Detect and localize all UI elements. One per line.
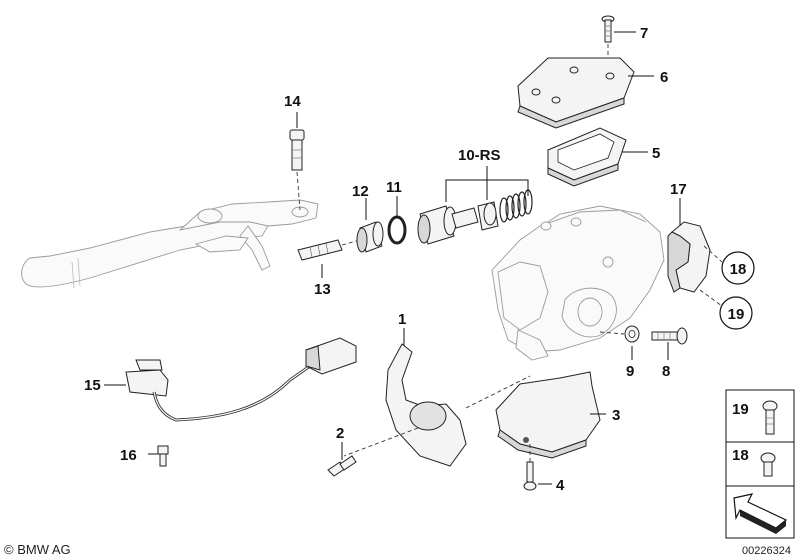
- screw-part-16: [157, 445, 169, 467]
- callout-13: 13: [314, 281, 331, 298]
- reservoir-cover-part-6: [517, 57, 635, 129]
- callout-18-circle: 18: [721, 251, 755, 285]
- clamp-part-17: [667, 221, 711, 293]
- callout-4: 4: [556, 477, 565, 494]
- callout-14: 14: [284, 93, 301, 110]
- screw-part-7: [601, 15, 615, 43]
- callout-8: 8: [662, 363, 670, 380]
- piston-set-part-10-rs: [417, 189, 533, 245]
- legend-screw-19-icon: [762, 400, 778, 435]
- legend-label-18: 18: [732, 447, 749, 464]
- callout-2: 2: [336, 425, 344, 442]
- lower-cover-part-3: [495, 371, 601, 459]
- direction-arrow-icon: [733, 493, 788, 534]
- pushrod-part-13: [297, 239, 343, 261]
- washer-part-9: [624, 325, 640, 343]
- clamp-screw-part-8: [651, 327, 688, 345]
- cover-plate-part-1: [385, 343, 467, 467]
- callout-17: 17: [670, 181, 687, 198]
- pivot-bolt-part-14: [289, 129, 305, 171]
- leader-lines: [104, 31, 681, 485]
- callout-1: 1: [398, 311, 406, 328]
- bushing-part-12: [356, 221, 384, 253]
- callout-12: 12: [352, 183, 369, 200]
- circlip-part-11: [387, 215, 407, 245]
- screw-part-2: [327, 455, 357, 477]
- legend-label-19: 19: [732, 401, 749, 418]
- legend-screw-18-icon: [760, 452, 776, 477]
- callout-9: 9: [626, 363, 634, 380]
- callout-19: 19: [728, 306, 745, 323]
- legend-panel: 19 18: [725, 389, 795, 539]
- clutch-lever-outline: [21, 199, 319, 289]
- copyright-text: © BMW AG: [4, 542, 71, 557]
- switch-cable-part-15: [125, 337, 357, 422]
- callout-18: 18: [730, 261, 747, 278]
- handlebar-housing-outline: [491, 205, 665, 361]
- screw-part-4: [523, 461, 537, 491]
- callout-3: 3: [612, 407, 620, 424]
- callout-6: 6: [660, 69, 668, 86]
- callout-10-rs: 10-RS: [458, 147, 501, 164]
- callout-7: 7: [640, 25, 648, 42]
- callout-15: 15: [84, 377, 101, 394]
- callout-11: 11: [386, 179, 402, 196]
- callout-16: 16: [120, 447, 137, 464]
- callout-5: 5: [652, 145, 660, 162]
- callout-19-circle: 19: [719, 296, 753, 330]
- image-number: 00226324: [742, 545, 791, 557]
- gasket-part-5: [547, 127, 627, 187]
